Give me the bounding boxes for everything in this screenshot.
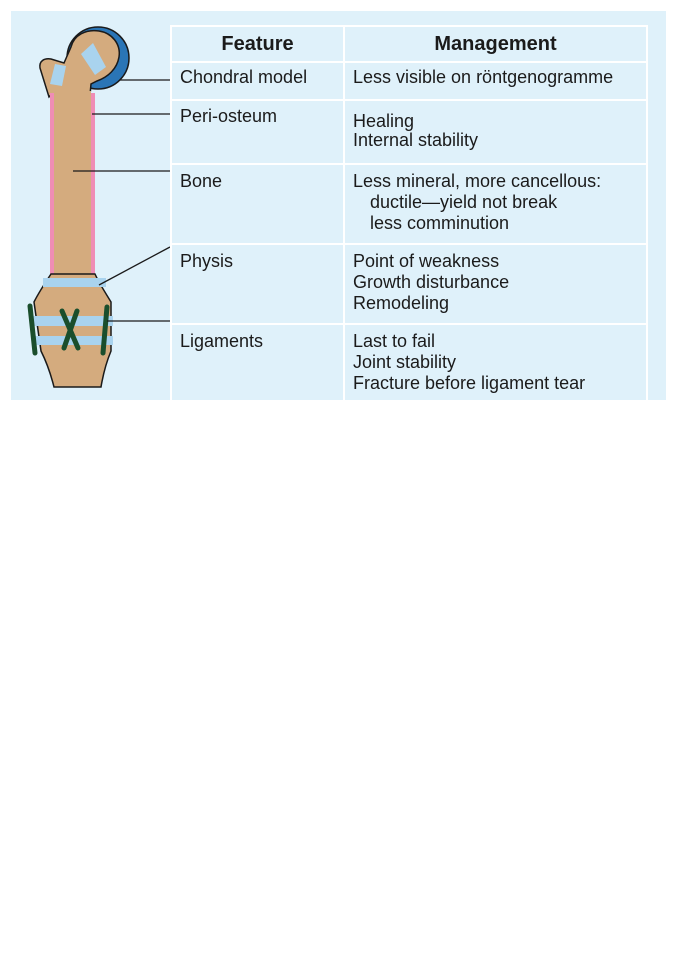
management-line: Fracture before ligament tear bbox=[353, 373, 586, 393]
table-header-row: Feature Management bbox=[170, 25, 648, 63]
feature-cell: Bone bbox=[170, 163, 345, 245]
management-line: Internal stability bbox=[353, 130, 479, 150]
feature-cell: Physis bbox=[170, 243, 345, 325]
table-row: Physis Point of weakness Growth disturba… bbox=[170, 243, 648, 325]
ligament-left-icon bbox=[27, 303, 38, 356]
management-line: Joint stability bbox=[353, 352, 457, 372]
ligament-cross-b-icon bbox=[61, 308, 80, 351]
distal-physis-icon bbox=[43, 278, 106, 287]
feature-cell: Peri-osteum bbox=[170, 99, 345, 165]
feature-cell: Chondral model bbox=[170, 61, 345, 101]
leader-physis bbox=[98, 246, 171, 286]
management-line: Last to fail bbox=[353, 331, 436, 351]
table-row: Bone Less mineral, more cancellous: duct… bbox=[170, 163, 648, 245]
table-row: Peri-osteum Healing Internal stability bbox=[170, 99, 648, 165]
management-subline: less comminution bbox=[370, 213, 510, 233]
management-cell: Less mineral, more cancellous: ductile—y… bbox=[343, 163, 648, 245]
long-bone-diagram bbox=[27, 26, 171, 388]
table-row: Ligaments Last to fail Joint stability F… bbox=[170, 323, 648, 405]
management-cell: Point of weakness Growth disturbance Rem… bbox=[343, 243, 648, 325]
head-physis-icon bbox=[81, 43, 106, 75]
feature-table: Feature Management Chondral model Less v… bbox=[170, 25, 648, 405]
management-line: Less mineral, more cancellous: bbox=[353, 171, 602, 191]
management-cell: Last to fail Joint stability Fracture be… bbox=[343, 323, 648, 405]
header-management: Management bbox=[343, 25, 648, 63]
management-subline: ductile—yield not break bbox=[370, 192, 558, 212]
management-line: Healing bbox=[353, 111, 415, 131]
trochanter-physis-icon bbox=[50, 64, 66, 86]
figure-panel: Feature Management Chondral model Less v… bbox=[11, 11, 666, 405]
shaft-icon bbox=[54, 91, 91, 281]
header-feature: Feature bbox=[170, 25, 345, 63]
management-cell: Less visible on röntgenogramme bbox=[343, 61, 648, 101]
table-row: Chondral model Less visible on röntgenog… bbox=[170, 61, 648, 101]
management-line: Remodeling bbox=[353, 293, 450, 313]
ligament-right-icon bbox=[100, 304, 110, 356]
management-line: Growth disturbance bbox=[353, 272, 510, 292]
management-line: Less visible on röntgenogramme bbox=[353, 67, 614, 87]
feature-cell: Ligaments bbox=[170, 323, 345, 405]
management-line: Point of weakness bbox=[353, 251, 500, 271]
management-cell: Healing Internal stability bbox=[343, 99, 648, 165]
